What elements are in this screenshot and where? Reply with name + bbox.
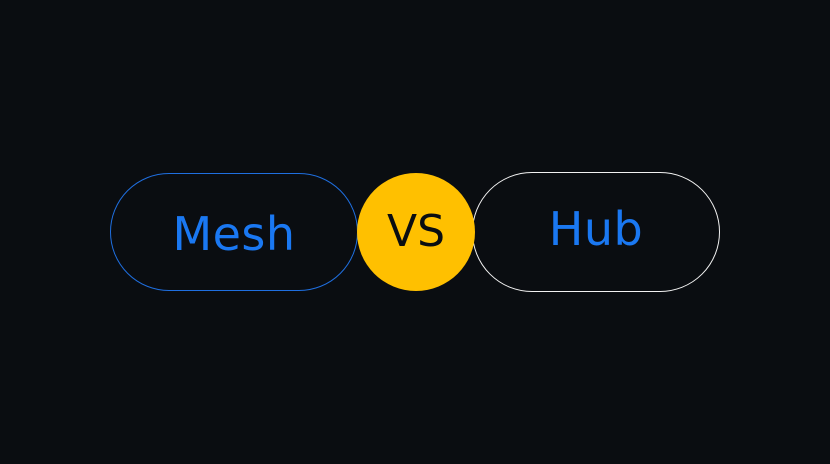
mesh-label: Mesh: [172, 207, 296, 261]
vs-label: VS: [386, 205, 446, 257]
mesh-pill: Mesh: [110, 173, 358, 291]
hub-label: Hub: [548, 202, 644, 256]
vs-badge: VS: [357, 173, 475, 291]
hub-pill: Hub: [472, 172, 720, 292]
